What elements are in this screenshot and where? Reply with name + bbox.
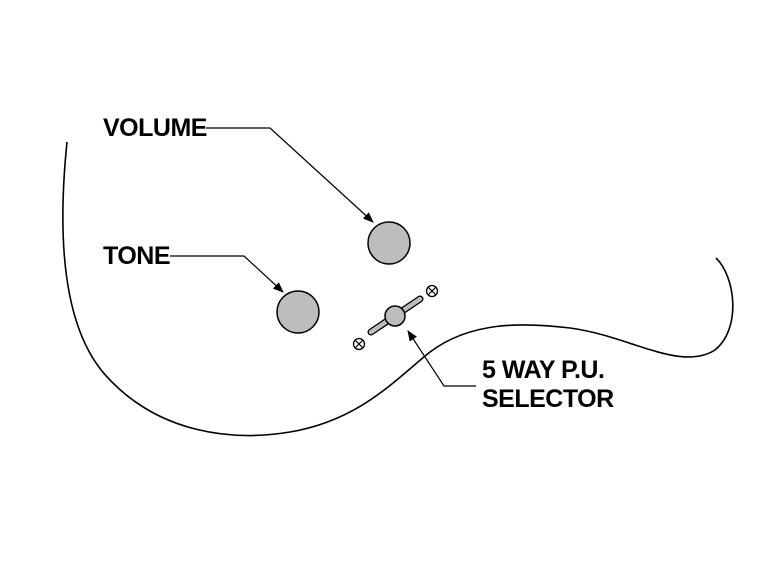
volume-leader-line — [206, 127, 374, 223]
tone-knob[interactable] — [276, 290, 320, 334]
tone-label: TONE — [103, 242, 170, 270]
selector-screw-top — [425, 284, 439, 298]
selector-label-line1: 5 WAY P.U. — [482, 356, 604, 384]
selector-knob[interactable] — [384, 305, 406, 327]
selector-screw-bottom — [352, 337, 366, 351]
tone-leader-line — [170, 255, 284, 293]
selector-leader-line — [407, 330, 476, 387]
pickup-selector-switch[interactable] — [367, 295, 424, 336]
guitar-body-outline — [62, 141, 734, 437]
volume-knob[interactable] — [367, 221, 411, 265]
selector-label-line2: SELECTOR — [482, 385, 614, 413]
volume-label: VOLUME — [103, 114, 207, 142]
